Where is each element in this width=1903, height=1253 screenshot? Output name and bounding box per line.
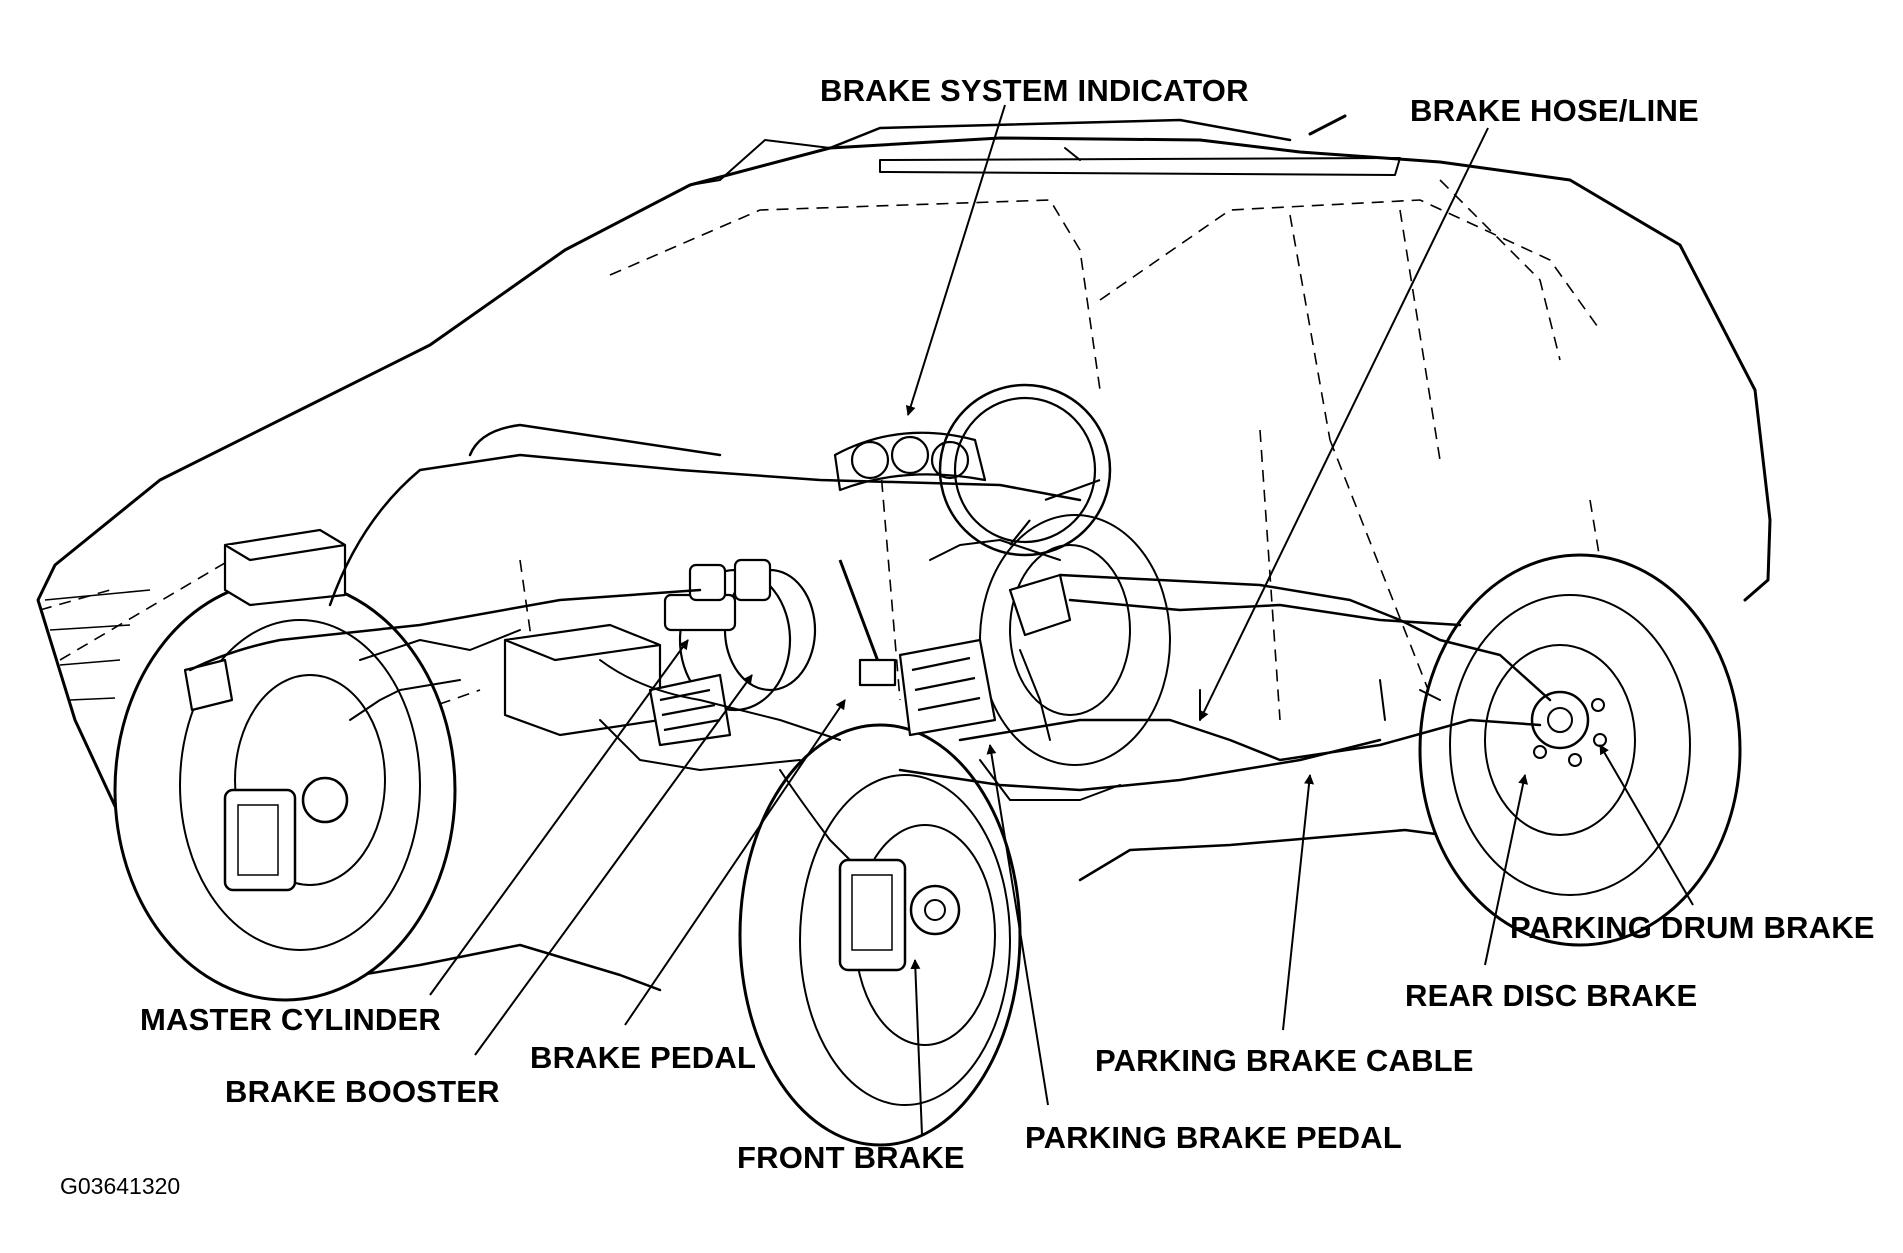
leader-master-cylinder (429, 639, 689, 996)
label-brake-pedal: BRAKE PEDAL (530, 1040, 757, 1075)
label-master-cylinder: MASTER CYLINDER (140, 1002, 441, 1037)
engine-bay-components (183, 383, 1112, 747)
label-brake-system-indicator: BRAKE SYSTEM INDICATOR (820, 73, 1249, 108)
leader-parking-brake-cable (1282, 774, 1315, 1031)
figure-code: G03641320 (60, 1173, 181, 1199)
label-brake-hose-line: BRAKE HOSE/LINE (1410, 93, 1699, 128)
leader-brake-hose-line (1199, 127, 1489, 721)
label-front-brake: FRONT BRAKE (737, 1140, 965, 1175)
leader-parking-drum-brake (1599, 744, 1694, 906)
leader-brake-pedal (624, 699, 846, 1026)
leader-brake-booster (474, 674, 753, 1056)
front-right-wheel (738, 723, 1022, 1147)
label-brake-booster: BRAKE BOOSTER (225, 1074, 500, 1109)
leader-rear-disc-brake (1484, 774, 1529, 966)
leader-brake-system-indicator (905, 104, 1006, 416)
label-parking-brake-cable: PARKING BRAKE CABLE (1095, 1043, 1474, 1078)
rear-wheel (1418, 553, 1742, 947)
label-parking-drum-brake: PARKING DRUM BRAKE (1510, 910, 1875, 945)
brake-lines-and-harness (188, 423, 1552, 861)
leader-front-brake (910, 959, 923, 1136)
front-left-wheel (113, 578, 457, 1002)
leader-parking-brake-pedal (986, 744, 1049, 1106)
grille (44, 589, 151, 701)
label-rear-disc-brake: REAR DISC BRAKE (1405, 978, 1698, 1013)
leader-lines (429, 104, 1694, 1136)
label-parking-brake-pedal: PARKING BRAKE PEDAL (1025, 1120, 1402, 1155)
